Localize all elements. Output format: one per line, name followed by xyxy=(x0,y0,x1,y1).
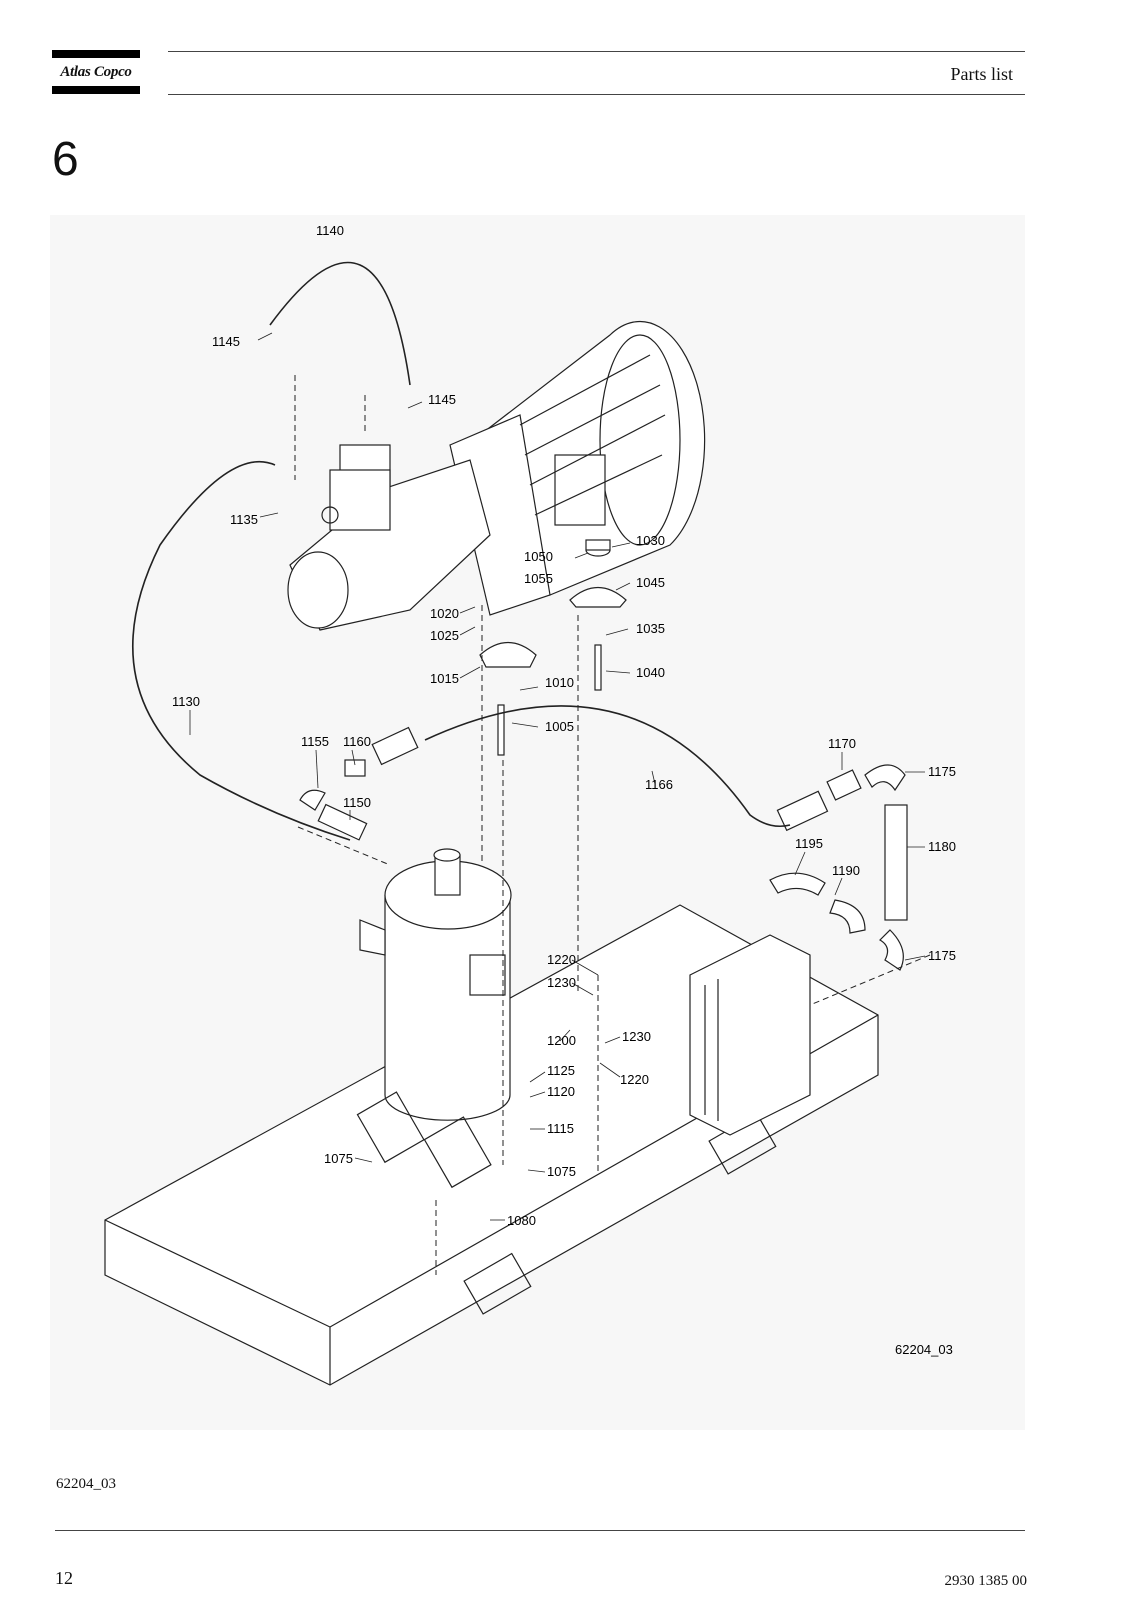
part-label: 1055 xyxy=(524,571,553,586)
part-label: 1170 xyxy=(828,736,856,751)
part-label: 1015 xyxy=(430,671,459,686)
drawing-code: 62204_03 xyxy=(895,1342,953,1357)
parts-drawing: 1140 1145 1145 1135 1130 1050 1030 1055 … xyxy=(50,215,1025,1430)
part-label: 1130 xyxy=(172,694,200,709)
document-number: 2930 1385 00 xyxy=(944,1573,1028,1589)
part-label: 1025 xyxy=(430,628,459,643)
part-label: 1080 xyxy=(507,1213,536,1228)
part-label: 1230 xyxy=(547,975,576,990)
page-number: 12 xyxy=(55,1568,73,1588)
logo-text: Atlas Copco xyxy=(60,64,132,80)
part-label: 1120 xyxy=(547,1084,575,1099)
part-labels: 1140 1145 1145 1135 1130 1050 1030 1055 … xyxy=(172,223,956,1228)
part-label: 1190 xyxy=(832,863,860,878)
oil-cooler xyxy=(689,934,811,1136)
electric-motor xyxy=(449,320,706,616)
part-label: 1150 xyxy=(343,795,371,810)
part-label: 1020 xyxy=(430,606,459,621)
part-label: 1145 xyxy=(212,334,240,349)
header-rule-bottom xyxy=(168,94,1025,95)
header-rule-top xyxy=(168,51,1025,52)
part-label: 1155 xyxy=(301,734,329,749)
part-label: 1075 xyxy=(547,1164,576,1179)
part-label: 1035 xyxy=(636,621,665,636)
flexible-hoses xyxy=(132,261,791,841)
part-label: 1050 xyxy=(524,549,553,564)
part-label: 1005 xyxy=(545,719,574,734)
figure-caption: 62204_03 xyxy=(56,1476,116,1492)
atlas-copco-logo: Atlas Copco xyxy=(52,50,140,94)
section-title: Parts list xyxy=(950,64,1013,84)
logo-bar-top xyxy=(52,50,140,58)
part-label: 1160 xyxy=(343,734,371,749)
part-label: 1175 xyxy=(928,948,956,963)
chapter-number: 6 xyxy=(52,133,79,186)
part-label: 1030 xyxy=(636,533,665,548)
motor-mounts xyxy=(479,539,627,756)
part-label: 1125 xyxy=(547,1063,575,1078)
leader-lines xyxy=(189,332,926,1221)
part-label: 1220 xyxy=(620,1072,649,1087)
part-label: 1140 xyxy=(316,223,344,238)
part-label: 1200 xyxy=(547,1033,576,1048)
part-label: 1145 xyxy=(428,392,456,407)
oil-separator-vessel xyxy=(356,848,512,1189)
base-frame xyxy=(104,904,879,1386)
compressor-element xyxy=(287,444,491,631)
footer-rule xyxy=(55,1530,1025,1531)
part-label: 1220 xyxy=(547,952,576,967)
part-label: 1166 xyxy=(645,777,673,792)
part-label: 1135 xyxy=(230,512,258,527)
part-label: 1075 xyxy=(324,1151,353,1166)
assembly-lines xyxy=(294,375,931,1275)
part-label: 1040 xyxy=(636,665,665,680)
part-label: 1175 xyxy=(928,764,956,779)
part-label: 1045 xyxy=(636,575,665,590)
pipes-and-fittings xyxy=(299,726,908,971)
part-label: 1010 xyxy=(545,675,574,690)
part-label: 1230 xyxy=(622,1029,651,1044)
part-label: 1180 xyxy=(928,839,956,854)
part-label: 1195 xyxy=(795,836,823,851)
part-label: 1115 xyxy=(547,1121,574,1136)
logo-bar-bottom xyxy=(52,86,140,94)
